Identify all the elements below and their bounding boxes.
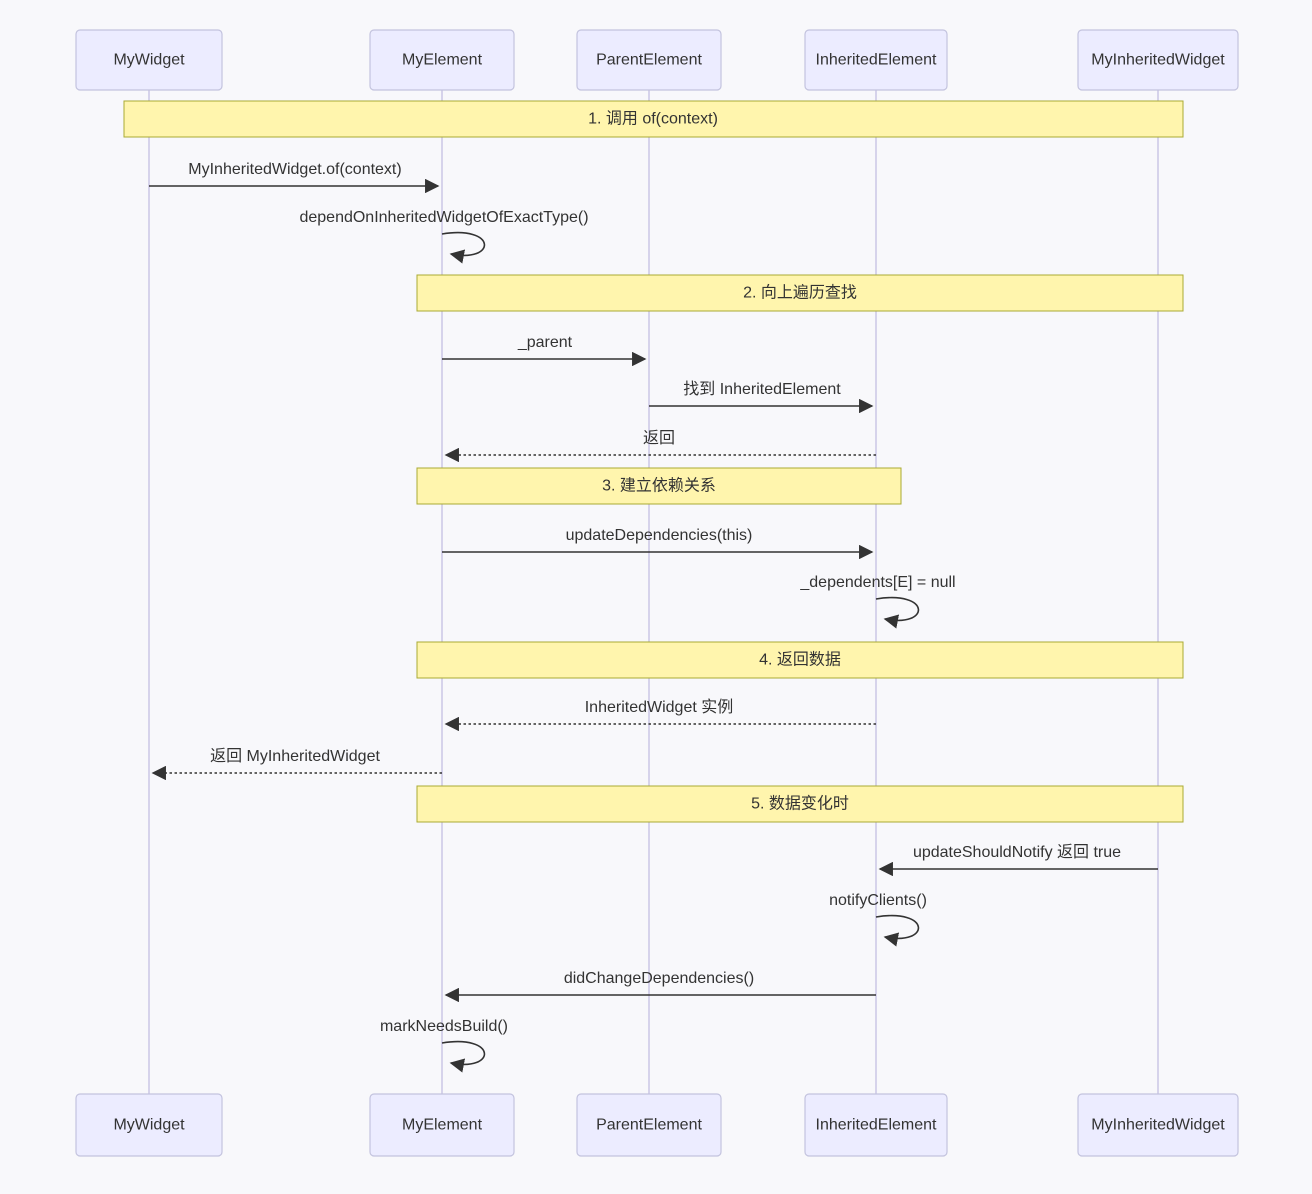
note-label: 2. 向上遍历查找	[743, 284, 857, 302]
participant-box	[369, 29, 515, 91]
message-did-change-dependencies: didChangeDependencies()	[444, 970, 876, 1003]
message-update-should-notify: updateShouldNotify 返回 true	[878, 843, 1158, 877]
message-of-context: MyInheritedWidget.of(context)	[149, 161, 440, 194]
self-message-arrow	[441, 1040, 486, 1073]
message-notify-clients: notifyClients()	[829, 892, 927, 947]
message-label: updateShouldNotify 返回 true	[913, 843, 1121, 861]
message-label: 返回 MyInheritedWidget	[210, 747, 380, 765]
note-label: 4. 返回数据	[759, 651, 841, 669]
message-dependents-null: _dependents[E] = null	[799, 574, 956, 629]
message-depend-on-inherited: dependOnInheritedWidgetOfExactType()	[299, 209, 589, 264]
participant-top-myinheritedwidget: MyInheritedWidget	[1077, 29, 1239, 91]
message-inheritedwidget-instance: InheritedWidget 实例	[444, 698, 876, 732]
participant-label: InheritedElement	[816, 1117, 938, 1134]
message-label: _parent	[517, 334, 573, 351]
message-update-dependencies: updateDependencies(this)	[442, 527, 874, 560]
self-message-arrow	[441, 231, 486, 264]
participant-bottom-myinheritedwidget: MyInheritedWidget	[1077, 1093, 1239, 1157]
participant-box	[804, 29, 948, 91]
note-label: 3. 建立依赖关系	[602, 477, 716, 495]
message-return: 返回	[444, 429, 876, 463]
participant-bottom-myelement: MyElement	[369, 1093, 515, 1157]
message-label: _dependents[E] = null	[799, 574, 955, 591]
note-box	[416, 274, 1184, 312]
participant-label: MyWidget	[113, 52, 185, 69]
message-label: 返回	[643, 429, 675, 447]
participant-box	[75, 1093, 223, 1157]
note-2: 2. 向上遍历查找	[416, 274, 1184, 312]
participant-box	[1077, 29, 1239, 91]
participant-top-inheritedelement: InheritedElement	[804, 29, 948, 91]
message-label: dependOnInheritedWidgetOfExactType()	[299, 209, 588, 226]
participant-top-myelement: MyElement	[369, 29, 515, 91]
message-parent: _parent	[442, 334, 647, 367]
participant-box	[576, 1093, 722, 1157]
participant-label: MyElement	[402, 52, 483, 69]
participant-label: MyInheritedWidget	[1091, 1117, 1225, 1134]
note-5: 5. 数据变化时	[416, 785, 1184, 823]
self-message-arrow	[875, 914, 920, 947]
note-box	[123, 100, 1184, 138]
note-box	[416, 785, 1184, 823]
participant-top-mywidget: MyWidget	[75, 29, 223, 91]
participant-label: ParentElement	[596, 52, 702, 69]
message-label: didChangeDependencies()	[564, 970, 754, 987]
note-4: 4. 返回数据	[416, 641, 1184, 679]
participant-bottom-parentelement: ParentElement	[576, 1093, 722, 1157]
message-label: updateDependencies(this)	[566, 527, 753, 544]
participant-box	[576, 29, 722, 91]
message-label: InheritedWidget 实例	[585, 698, 734, 716]
note-box	[416, 467, 902, 505]
participant-label: MyWidget	[113, 1117, 185, 1134]
note-1: 1. 调用 of(context)	[123, 100, 1184, 138]
participant-top-parentelement: ParentElement	[576, 29, 722, 91]
note-3: 3. 建立依赖关系	[416, 467, 902, 505]
message-label: 找到 InheritedElement	[683, 380, 841, 398]
participant-label: ParentElement	[596, 1117, 702, 1134]
participant-box	[804, 1093, 948, 1157]
message-label: MyInheritedWidget.of(context)	[188, 161, 401, 178]
participant-label: MyElement	[402, 1117, 483, 1134]
note-label: 1. 调用 of(context)	[588, 110, 718, 128]
participant-bottom-mywidget: MyWidget	[75, 1093, 223, 1157]
participant-box	[75, 29, 223, 91]
message-mark-needs-build: markNeedsBuild()	[380, 1018, 508, 1073]
message-label: markNeedsBuild()	[380, 1018, 508, 1035]
participant-label: InheritedElement	[816, 52, 938, 69]
participant-label: MyInheritedWidget	[1091, 52, 1225, 69]
message-found-inheritedelement: 找到 InheritedElement	[649, 380, 874, 414]
participant-box	[369, 1093, 515, 1157]
note-box	[416, 641, 1184, 679]
note-label: 5. 数据变化时	[751, 795, 849, 813]
message-label: notifyClients()	[829, 892, 927, 909]
participant-box	[1077, 1093, 1239, 1157]
participant-bottom-inheritedelement: InheritedElement	[804, 1093, 948, 1157]
self-message-arrow	[875, 596, 920, 629]
message-return-myinheritedwidget: 返回 MyInheritedWidget	[151, 747, 442, 781]
